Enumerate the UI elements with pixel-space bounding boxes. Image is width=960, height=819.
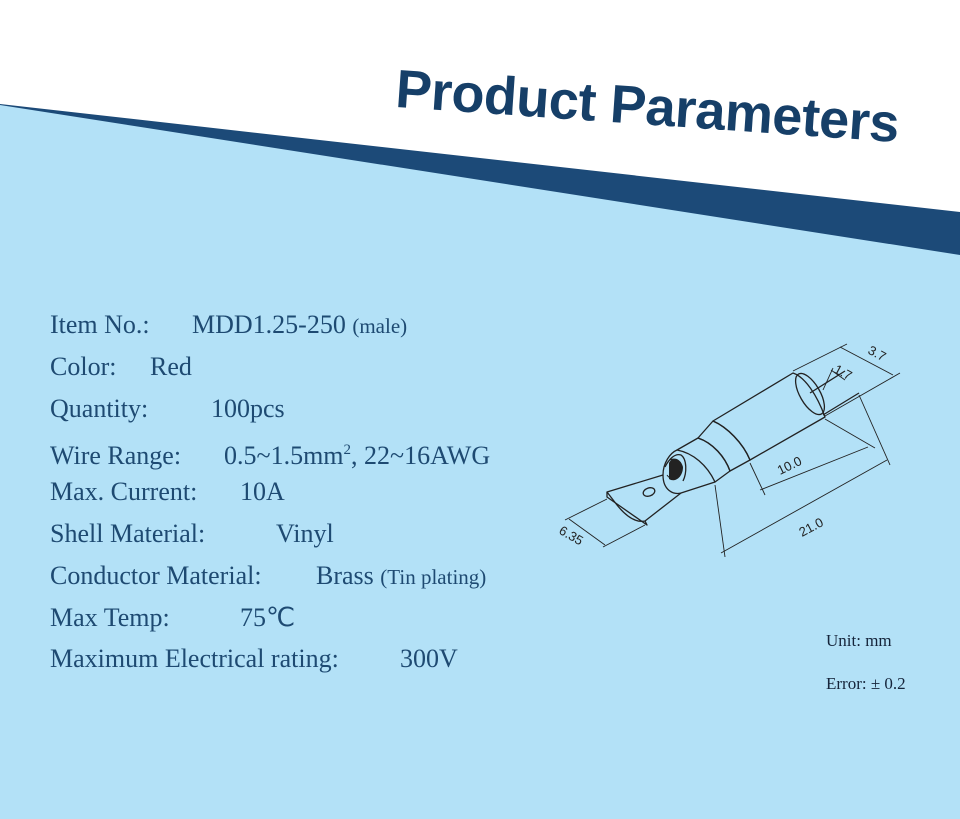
unit-label: Unit: mm: [826, 631, 892, 650]
param-label: Quantity:: [50, 393, 149, 423]
dim-wire-dia: 1.7: [832, 361, 855, 383]
dim-shell-dia: 3.7: [866, 342, 889, 364]
param-label: Maximum Electrical rating:: [50, 644, 339, 674]
header-band-white: [0, 0, 960, 212]
item-no-note: (male): [352, 314, 408, 338]
param-color: Color: Red: [50, 348, 490, 390]
param-quantity: Quantity: 100pcs: [50, 390, 490, 432]
param-label: Max Temp:: [50, 602, 170, 632]
param-label: Wire Range:: [50, 441, 182, 471]
collar-shape: [697, 420, 751, 472]
param-value: 300V: [400, 644, 458, 674]
param-value: Brass (Tin plating): [316, 557, 486, 596]
param-wire-range: Wire Range: 0.5~1.5mm2, 22~16AWG: [50, 431, 490, 473]
param-max-current: Max. Current: 10A: [50, 473, 490, 515]
param-label: Max. Current:: [50, 477, 198, 507]
wire-range-sup: 2: [343, 442, 352, 459]
param-value: Red: [150, 351, 192, 381]
terminal-drawing: 3.7 1.7 10.0 21.0 6.35: [557, 342, 901, 558]
shell-end: [794, 372, 826, 416]
param-item-no: Item No.: MDD1.25-250 (male): [50, 306, 490, 348]
param-conductor-material: Conductor Material: Brass (Tin plating): [50, 557, 490, 599]
param-value: 100pcs: [211, 393, 285, 423]
wire-shape: [809, 370, 860, 416]
param-value: MDD1.25-250 (male): [192, 306, 407, 345]
param-value: 75℃: [240, 602, 296, 632]
error-label: Error: ± 0.2: [826, 674, 906, 693]
param-label: Item No.:: [50, 310, 150, 339]
tab-shape: [606, 474, 682, 522]
param-label: Shell Material:: [50, 518, 206, 548]
conductor-value: Brass: [316, 560, 374, 590]
dim-total-len: 21.0: [796, 515, 825, 540]
shell-shape: [712, 372, 826, 461]
param-value: Vinyl: [276, 518, 334, 548]
param-value: 0.5~1.5mm2, 22~16AWG: [224, 431, 490, 475]
param-label: Color:: [50, 351, 117, 381]
conductor-note: (Tin plating): [380, 564, 487, 589]
param-value: 10A: [240, 477, 285, 507]
param-max-electrical-rating: Maximum Electrical rating: 300V: [50, 640, 490, 682]
wire-range-value: 0.5~1.5mm: [224, 441, 344, 471]
param-max-temp: Max Temp: 75℃: [50, 599, 490, 641]
tab-hole: [642, 487, 656, 497]
param-label: Conductor Material:: [50, 560, 262, 590]
item-no-value: MDD1.25-250: [192, 310, 346, 339]
parameter-list: Item No.: MDD1.25-250 (male) Color: Red Qu…: [50, 306, 490, 682]
wire-range-awg: , 22~16AWG: [351, 441, 491, 471]
param-shell-material: Shell Material: Vinyl: [50, 515, 490, 557]
dim-tab-width: 6.35: [557, 523, 586, 549]
